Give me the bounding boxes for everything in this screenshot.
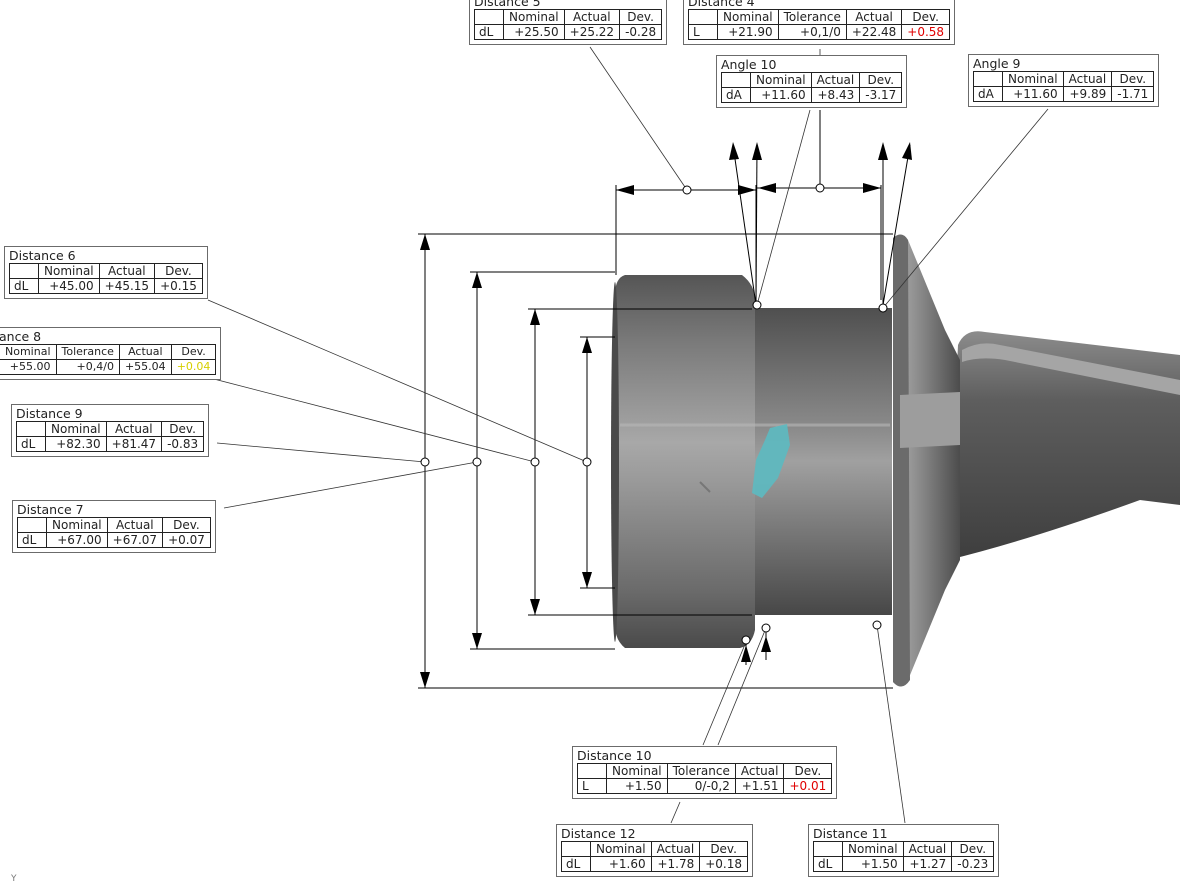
deviation-value: -1.71 — [1111, 86, 1155, 102]
callout-title: Distance 10 — [577, 748, 652, 763]
part-blade — [948, 331, 1180, 560]
dimension-lines — [418, 110, 911, 689]
callout-title: Distance 12 — [561, 826, 636, 841]
callout-title: Distance 6 — [9, 248, 76, 263]
deviation-value: -0.23 — [951, 856, 995, 872]
leader-lines — [207, 46, 1049, 824]
deviation-value: +0.01 — [783, 778, 833, 794]
deviation-value: +0.58 — [901, 24, 951, 40]
part-model[interactable] — [611, 234, 1180, 687]
deviation-value: -0.83 — [161, 436, 205, 452]
part-flange — [893, 234, 960, 687]
deviation-value: -0.28 — [619, 24, 663, 40]
callout-title: ance 8 — [0, 329, 42, 344]
callout-title: Distance 9 — [16, 406, 83, 421]
part-cylinder — [615, 275, 755, 648]
deviation-value: +0.18 — [699, 856, 749, 872]
callout-title: Distance 11 — [813, 826, 888, 841]
deviation-value: +0.15 — [154, 278, 203, 294]
axis-indicator: Y — [11, 874, 17, 884]
measure-points — [420, 183, 888, 645]
deviation-patch — [752, 424, 790, 498]
deviation-value: +0.04 — [170, 359, 217, 375]
callout-title: Distance 5 — [474, 0, 541, 9]
callout-title: Angle 10 — [721, 57, 777, 72]
callout-title: Distance 4 — [688, 0, 755, 9]
callout-title: Distance 7 — [17, 502, 84, 517]
arrowheads — [420, 142, 912, 688]
deviation-value: +0.07 — [162, 532, 211, 548]
deviation-value: -3.17 — [859, 87, 903, 103]
callout-title: Angle 9 — [973, 56, 1021, 71]
